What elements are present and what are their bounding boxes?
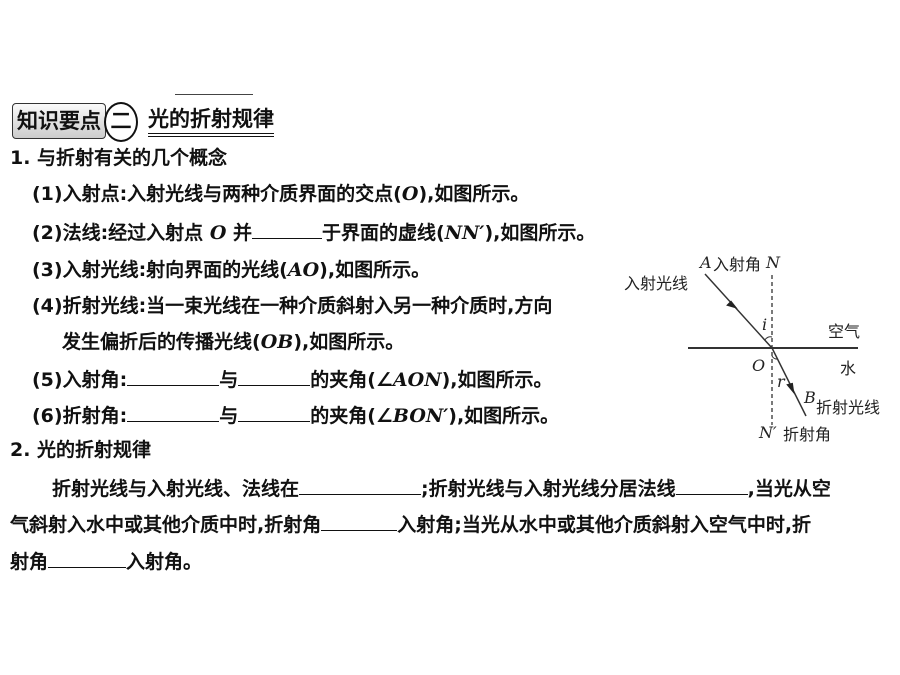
angle-r-arc — [771, 355, 779, 360]
blank[interactable] — [127, 367, 220, 386]
blank[interactable] — [252, 220, 322, 239]
angle-i-arc — [764, 336, 773, 341]
blank[interactable] — [321, 512, 398, 531]
svg-text:i: i — [762, 315, 767, 334]
blank[interactable] — [675, 476, 748, 495]
rule-line-3: 射角入射角。 — [10, 549, 203, 573]
svg-text:入射光线: 入射光线 — [624, 274, 688, 293]
incident-arrow — [726, 300, 738, 309]
heading-1: 1. 与折射有关的几个概念 — [10, 147, 228, 169]
svg-text:B: B — [803, 388, 816, 407]
svg-text:N′: N′ — [758, 423, 777, 442]
blank[interactable] — [48, 549, 127, 568]
blank[interactable] — [238, 403, 311, 422]
svg-text:折射光线: 折射光线 — [816, 398, 880, 417]
item-4: (4)折射光线:当一束光线在一种介质斜射入另一种介质时,方向 — [32, 295, 553, 317]
item-6: (6)折射角:与的夹角(∠BON′),如图所示。 — [32, 403, 560, 427]
svg-text:水: 水 — [840, 359, 856, 378]
divider — [175, 94, 253, 95]
rule-line-1: 折射光线与入射光线、法线在;折射光线与入射光线分居法线,当光从空 — [52, 476, 831, 500]
blank[interactable] — [238, 367, 311, 386]
heading-2: 2. 光的折射规律 — [10, 439, 152, 461]
svg-text:入射角: 入射角 — [713, 255, 761, 274]
blank[interactable] — [299, 476, 422, 495]
svg-text:折射角: 折射角 — [783, 425, 831, 444]
section-title: 光的折射规律 — [148, 105, 274, 137]
svg-text:O: O — [752, 356, 765, 375]
item-1: (1)入射点:入射光线与两种介质界面的交点(O),如图所示。 — [32, 183, 530, 205]
item-4-cont: 发生偏折后的传播光线(OB),如图所示。 — [62, 331, 405, 353]
section-tag: 知识要点 — [12, 103, 106, 139]
svg-text:N: N — [765, 253, 781, 272]
item-3: (3)入射光线:射向界面的光线(AO),如图所示。 — [32, 259, 431, 281]
refracted-arrow — [786, 382, 795, 395]
item-5: (5)入射角:与的夹角(∠AON),如图所示。 — [32, 367, 553, 391]
blank[interactable] — [127, 403, 220, 422]
svg-text:A: A — [698, 253, 712, 272]
incident-ray — [704, 273, 773, 349]
svg-text:r: r — [777, 372, 786, 391]
rule-line-2: 气斜射入水中或其他介质中时,折射角入射角;当光从水中或其他介质斜射入空气中时,折 — [10, 512, 812, 536]
item-2: (2)法线:经过入射点 O 并于界面的虚线(NN′),如图所示。 — [32, 220, 596, 244]
section-number: 二 — [104, 102, 138, 142]
svg-text:空气: 空气 — [828, 322, 860, 341]
